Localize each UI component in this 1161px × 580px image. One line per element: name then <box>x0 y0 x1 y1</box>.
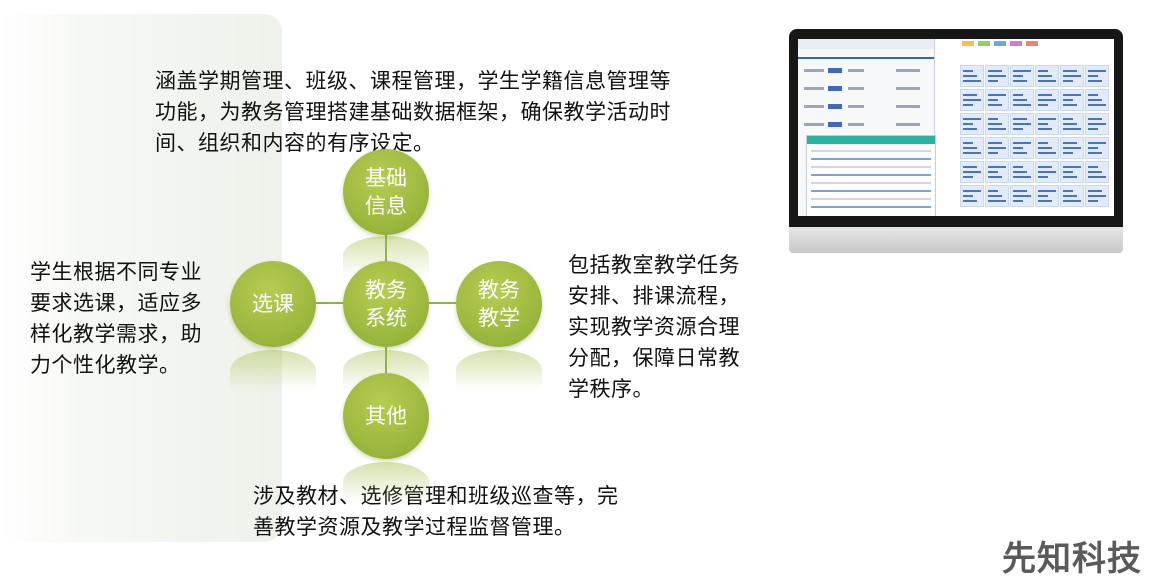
monitor-illustration <box>789 29 1123 253</box>
screen-timetable-cell <box>960 89 984 111</box>
screen-legend-swatch <box>1010 41 1022 46</box>
screen-timetable-cell <box>1085 89 1109 111</box>
screen-timetable-cell <box>985 137 1009 159</box>
screen-timetable-cell <box>1035 185 1059 207</box>
screen-modal-header <box>807 136 935 144</box>
screen-legend-swatch <box>1026 41 1038 46</box>
screen-timetable-cell <box>985 185 1009 207</box>
screen-timetable-cell <box>960 65 984 87</box>
basic-info-description: 涵盖学期管理、班级、课程管理，学生学籍信息管理等功能，为教务管理搭建基础数据框架… <box>155 69 671 155</box>
screen-modal-row <box>811 190 931 192</box>
node-teaching-affairs: 教务 教学 <box>456 261 542 347</box>
screen-timetable-cell <box>985 113 1009 135</box>
screen-timetable-cell <box>1035 89 1059 111</box>
screen-timetable-cell <box>1060 161 1084 183</box>
screen-timetable-cell <box>1035 137 1059 159</box>
monitor-chin <box>789 227 1123 253</box>
brand-logo-text: 先知科技 <box>1002 539 1142 579</box>
screen-timetable-cell <box>1085 161 1109 183</box>
screen-timetable-cell <box>985 65 1009 87</box>
screen-legend-swatch <box>962 41 974 46</box>
screen-timetable-cell <box>1010 65 1034 87</box>
screen-timetable-cell <box>1085 185 1109 207</box>
screen-timetable-cell <box>960 113 984 135</box>
screen-timetable-cell <box>1060 185 1084 207</box>
screen-timetable-cell <box>1010 89 1034 111</box>
screen-timetable <box>938 39 1114 216</box>
screen-timetable-grid <box>960 65 1112 213</box>
node-reflection-bottom <box>343 462 429 502</box>
screen-header-line <box>798 57 934 59</box>
screen-timetable-cell <box>1010 161 1034 183</box>
screen-timetable-cell <box>985 161 1009 183</box>
screen-timetable-cell <box>960 137 984 159</box>
node-other: 其他 <box>343 373 429 459</box>
node-reflection-left <box>230 350 316 390</box>
screen-timetable-cell <box>1035 113 1059 135</box>
screen-timetable-cell <box>1085 137 1109 159</box>
screen-timetable-cell <box>1035 161 1059 183</box>
screen-schedule-list <box>798 39 936 216</box>
screen-modal-row <box>811 150 931 152</box>
screen-modal-row <box>811 206 931 208</box>
left-background-panel <box>0 14 282 542</box>
screen-modal-row <box>811 166 931 168</box>
teaching-affairs-description: 包括教室教学任务安排、排课流程，实现教学资源合理分配，保障日常教学秩序。 <box>568 253 740 401</box>
screen-timetable-cell <box>1035 65 1059 87</box>
screen-timetable-cell <box>1010 185 1034 207</box>
node-course-selection: 选课 <box>230 261 316 347</box>
screen-timetable-cell <box>1060 89 1084 111</box>
screen-timetable-cell <box>960 185 984 207</box>
screen-modal-row <box>811 198 931 200</box>
screen-timetable-cell <box>1010 137 1034 159</box>
screen-legend-swatch <box>994 41 1006 46</box>
screen-timetable-cell <box>985 89 1009 111</box>
node-reflection-right <box>456 350 542 390</box>
course-selection-description: 学生根据不同专业要求选课，适应多样化教学需求，助力个性化教学。 <box>30 260 202 377</box>
screen-modal-dialog <box>806 135 936 216</box>
other-description: 涉及教材、选修管理和班级巡查等，完善教学资源及教学过程监督管理。 <box>253 484 619 539</box>
monitor-bezel <box>789 29 1123 227</box>
screen-timetable-cell <box>1060 113 1084 135</box>
screen-list-row <box>804 65 928 79</box>
screen-list-row <box>804 101 928 115</box>
screen-timetable-cell <box>1010 113 1034 135</box>
screen-list-row <box>804 83 928 97</box>
monitor-screen <box>798 39 1114 216</box>
screen-timetable-cell <box>1060 137 1084 159</box>
screen-modal-row <box>811 174 931 176</box>
screen-list-row <box>804 119 928 133</box>
node-basic-info: 基础 信息 <box>343 149 429 235</box>
screen-topbar <box>798 39 934 49</box>
screen-timetable-cell <box>960 161 984 183</box>
screen-modal-row <box>811 182 931 184</box>
screen-timetable-cell <box>1060 65 1084 87</box>
screen-timetable-cell <box>1085 65 1109 87</box>
screen-modal-row <box>811 158 931 160</box>
screen-timetable-cell <box>1085 113 1109 135</box>
screen-legend-swatch <box>978 41 990 46</box>
node-academic-system: 教务 系统 <box>343 261 429 347</box>
